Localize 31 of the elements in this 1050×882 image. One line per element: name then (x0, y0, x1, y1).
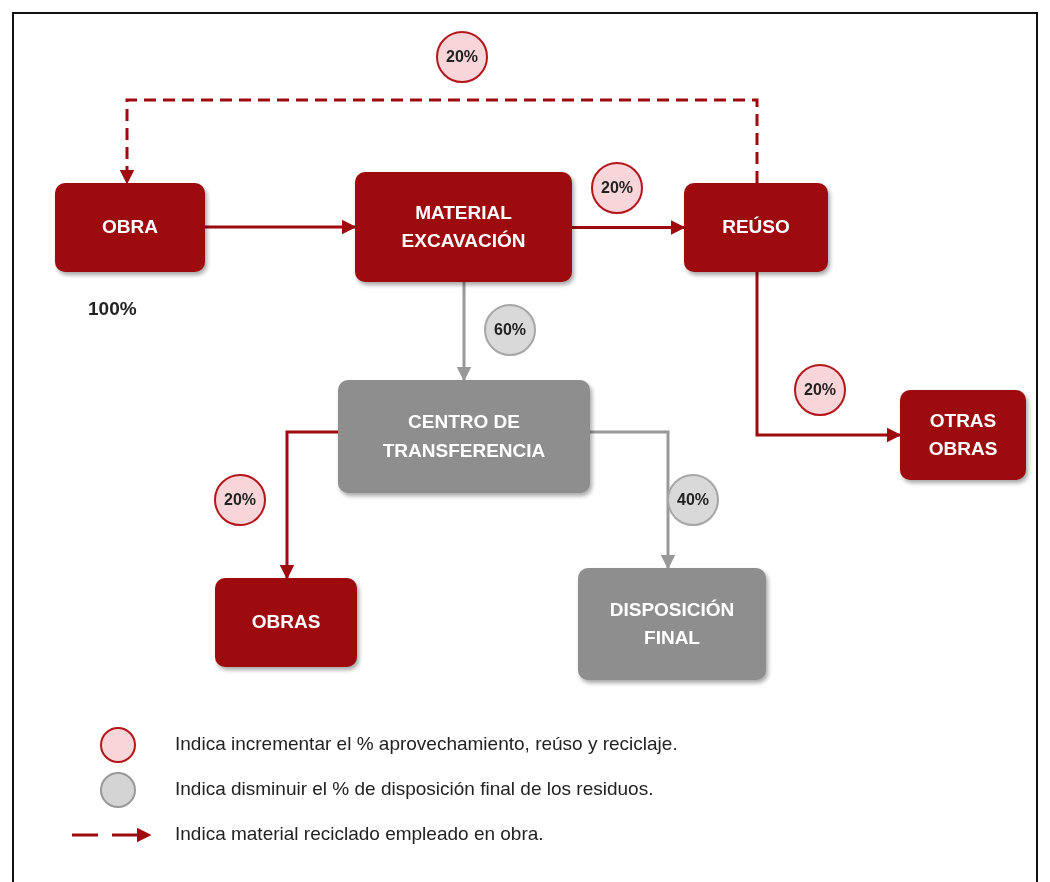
arrow (456, 282, 472, 382)
percent-badge: 40% (667, 474, 719, 526)
process-box (338, 380, 590, 493)
arrow (572, 220, 686, 235)
arrow (755, 272, 902, 443)
box-label: OBRAS (251, 610, 321, 635)
arrow (119, 98, 759, 185)
percent-badge: 20% (214, 474, 266, 526)
legend-text: Indica incrementar el % aprovechamiento, reúso y reciclaje. (175, 733, 678, 755)
box-label: CENTRO DE TRANSFERENCIA (381, 410, 547, 463)
arrow (205, 219, 357, 235)
process-box (215, 578, 357, 667)
process-box (578, 568, 766, 680)
arrow (279, 430, 338, 580)
arrow (590, 430, 676, 570)
process-box (900, 390, 1026, 480)
box-label: REÚSO (722, 215, 790, 240)
percent-badge: 20% (436, 31, 488, 83)
legend-text: Indica disminuir el % de disposición final de los residuos. (175, 778, 654, 800)
legend-text: Indica material reciclado empleado en obra. (175, 823, 544, 845)
percentage-note: 100% (88, 298, 137, 320)
process-box (684, 183, 828, 272)
percent-badge: 20% (591, 162, 643, 214)
box-label: DISPOSICIÓN FINAL (608, 597, 736, 650)
percent-badge: 20% (794, 364, 846, 416)
box-label: OTRAS OBRAS (927, 408, 999, 461)
process-box (355, 172, 572, 282)
box-label: OBRA (102, 215, 158, 240)
box-label: MATERIAL EXCAVACIÓN (400, 200, 527, 253)
percent-badge: 60% (484, 304, 536, 356)
process-box (55, 183, 205, 272)
